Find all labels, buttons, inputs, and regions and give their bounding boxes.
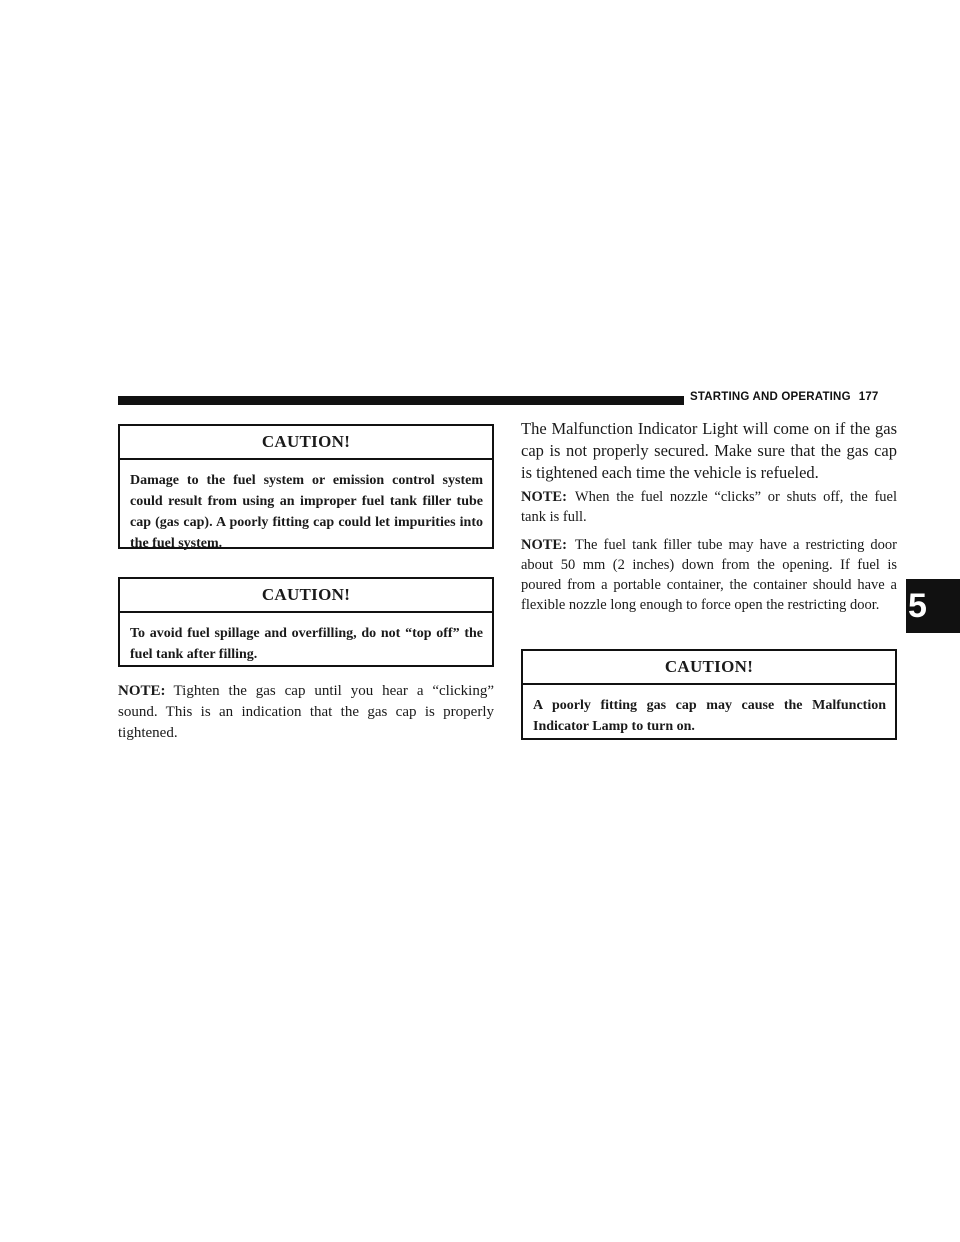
note-text: The fuel tank filler tube may have a res… xyxy=(521,537,897,613)
caution-body: A poorly fitting gas cap may cause the M… xyxy=(533,698,886,734)
caution-box-overfilling: CAUTION! To avoid fuel spillage and over… xyxy=(118,577,494,667)
note-text: Tighten the gas cap until you hear a “cl… xyxy=(118,683,494,741)
caution-box-malfunction-lamp: CAUTION! A poorly fitting gas cap may ca… xyxy=(521,649,897,740)
section-title: STARTING AND OPERATING xyxy=(690,391,851,403)
caution-title: CAUTION! xyxy=(120,579,492,613)
page-number: 177 xyxy=(858,391,879,403)
note-restricting-door: NOTE:The fuel tank filler tube may have … xyxy=(521,535,897,615)
malfunction-indicator-paragraph: The Malfunction Indicator Light will com… xyxy=(521,419,897,482)
chapter-tab: 5 xyxy=(906,579,960,633)
running-header: STARTING AND OPERATING 177 xyxy=(690,391,879,403)
note-text: When the fuel nozzle “clicks” or shuts o… xyxy=(521,489,897,525)
note-label: NOTE: xyxy=(521,537,567,553)
note-tighten-gas-cap: NOTE:Tighten the gas cap until you hear … xyxy=(118,681,494,744)
note-label: NOTE: xyxy=(118,683,166,699)
note-label: NOTE: xyxy=(521,489,567,505)
caution-title: CAUTION! xyxy=(523,651,895,685)
header-rule xyxy=(118,396,684,405)
caution-body: To avoid fuel spillage and overfilling, … xyxy=(130,626,483,662)
caution-body: Damage to the fuel system or emission co… xyxy=(130,473,483,551)
caution-box-fuel-system: CAUTION! Damage to the fuel system or em… xyxy=(118,424,494,551)
caution-title: CAUTION! xyxy=(120,426,492,460)
note-fuel-nozzle: NOTE:When the fuel nozzle “clicks” or sh… xyxy=(521,487,897,527)
